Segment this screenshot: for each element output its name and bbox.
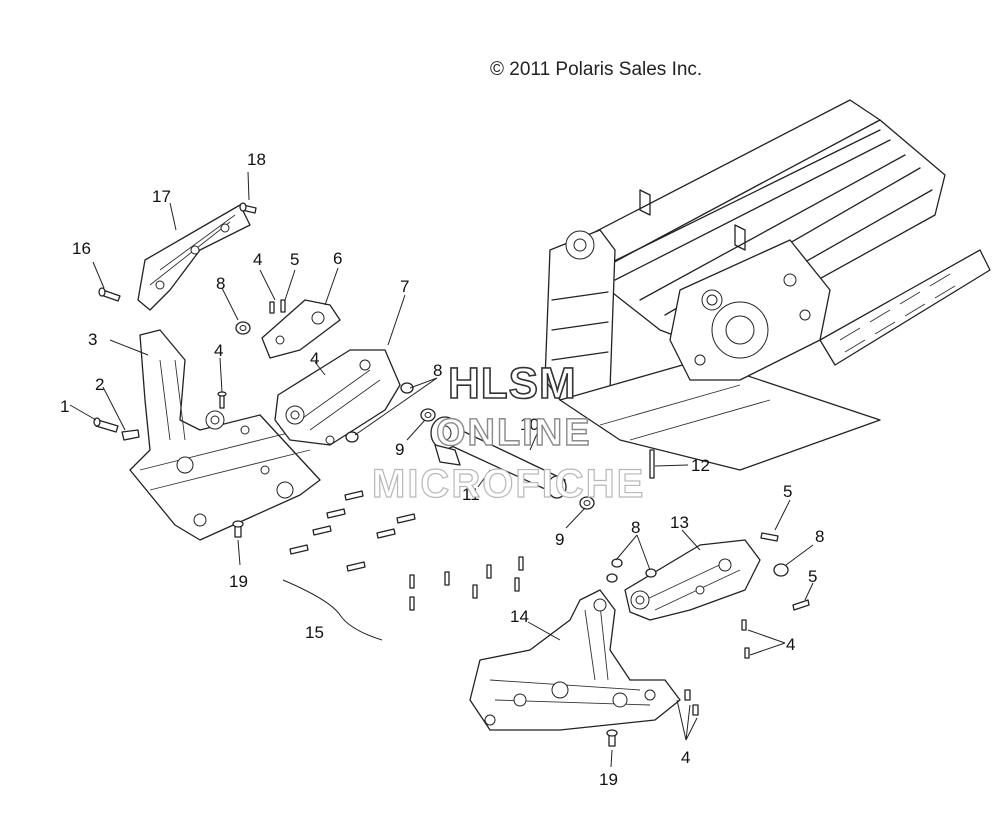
part-6-mount-plate xyxy=(261,299,341,359)
callout-6: 6 xyxy=(333,249,342,268)
leader-lines xyxy=(69,171,814,768)
part-10-tube-shaft xyxy=(430,416,567,499)
callout-15: 15 xyxy=(305,623,324,642)
callout-4-left: 4 xyxy=(214,341,223,360)
callout-1: 1 xyxy=(60,397,69,416)
part-3-left-frame-assembly xyxy=(129,329,321,541)
part-17-brace-bracket xyxy=(137,204,251,311)
part-15-bolt-set xyxy=(282,490,416,641)
callout-9-upper: 9 xyxy=(395,440,404,459)
part-16-bolt xyxy=(98,287,121,302)
lower-bolt-cluster xyxy=(409,556,524,611)
part-19-bolt-right xyxy=(606,729,618,747)
part-2-washer xyxy=(121,429,140,441)
callout-4-lower: 4 xyxy=(681,748,690,767)
callout-19-right: 19 xyxy=(599,770,618,789)
callout-11: 11 xyxy=(462,485,480,504)
part-18-bolt xyxy=(239,202,257,214)
callout-8-rear-left: 8 xyxy=(631,518,640,537)
callout-16: 16 xyxy=(72,239,91,258)
copyright-text: © 2011 Polaris Sales Inc. xyxy=(490,59,702,80)
part-7-suspension-bracket xyxy=(274,349,414,446)
callout-19-left: 19 xyxy=(229,572,248,591)
callout-labels: 1 2 3 4 4 4 4 4 5 5 5 6 7 8 8 8 8 9 9 10… xyxy=(60,150,824,789)
callout-7: 7 xyxy=(400,277,409,296)
part-8-nut-upper xyxy=(235,321,251,335)
callout-2: 2 xyxy=(95,375,104,394)
part-19-bolt-left xyxy=(232,520,244,538)
part-1-bolt xyxy=(93,417,119,433)
part-9-nut-upper xyxy=(420,408,436,422)
part-4-bolt-upper xyxy=(269,301,275,314)
callout-5-rear-top: 5 xyxy=(783,482,792,501)
watermark-line-3: MICROFICHE xyxy=(372,462,645,506)
chassis-tunnel-illustration xyxy=(544,99,991,471)
part-14-right-frame-assembly xyxy=(469,589,699,731)
callout-8-upper: 8 xyxy=(216,274,225,293)
watermark: HLSM ONLINE MICROFICHE xyxy=(371,358,645,506)
callout-8-rear-right: 8 xyxy=(815,527,824,546)
callout-3: 3 xyxy=(88,330,97,349)
part-13-rear-bracket xyxy=(606,532,810,659)
callout-8-middle: 8 xyxy=(433,361,442,380)
part-9-nut-lower xyxy=(579,496,595,510)
watermark-line-1: HLSM xyxy=(448,359,577,408)
callout-4-rear: 4 xyxy=(786,635,795,654)
callout-4-bracket: 4 xyxy=(310,349,319,368)
callout-5-upper: 5 xyxy=(290,250,299,269)
callout-18: 18 xyxy=(247,150,266,169)
part-4-bolt-left xyxy=(217,391,227,409)
part-5-bolt-upper xyxy=(280,299,286,313)
callout-10: 10 xyxy=(520,415,539,434)
callout-17: 17 xyxy=(152,187,171,206)
callout-13: 13 xyxy=(670,513,689,532)
callout-12: 12 xyxy=(691,456,710,475)
callout-9-lower: 9 xyxy=(555,530,564,549)
callout-5-rear-bottom: 5 xyxy=(808,567,817,586)
watermark-line-2: ONLINE xyxy=(436,412,592,454)
callout-4-upper: 4 xyxy=(253,250,262,269)
callout-14: 14 xyxy=(510,607,529,626)
part-12-bolt xyxy=(649,449,655,479)
